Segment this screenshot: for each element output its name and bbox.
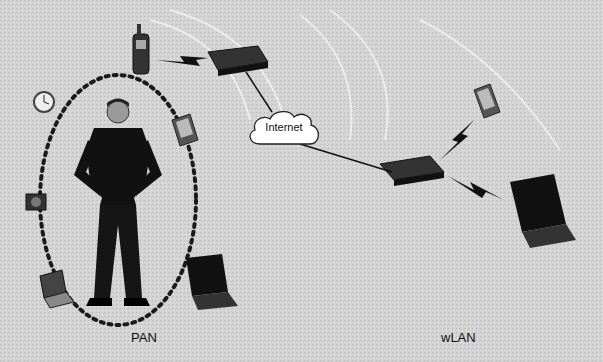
wave-arc [170,10,285,120]
mobile-phone [133,24,149,74]
pda-device [172,114,198,146]
watch-face [34,92,54,112]
camera-body [26,194,46,210]
pda-screen [477,88,495,110]
watch-hand [44,95,45,102]
network-wire [246,72,272,112]
radio-waves [150,10,560,150]
camera-lens [31,197,41,207]
node-label: Internet [265,121,302,133]
large-laptop [186,254,238,310]
person-shoe [124,298,150,306]
person-trousers [94,205,142,298]
network-type-label: wLAN [441,330,476,345]
pda-body [172,114,198,146]
phone-body [133,34,149,74]
wave-arc [330,10,388,140]
wireless-link [440,120,474,160]
access-point-side [394,172,444,186]
cloud-shape [250,112,318,144]
wave-arc [420,20,560,150]
laptop-base [522,224,576,248]
person-arm [74,140,104,196]
pda-device [474,84,500,118]
laptop-screen [186,254,228,296]
large-laptop [510,174,576,248]
person-shirt [86,128,150,205]
person-shoe [86,298,112,306]
pda-body [474,84,500,118]
wireless-link [156,56,208,66]
pda-screen [176,118,193,138]
pan-boundary [40,75,196,325]
person-hair [107,99,129,108]
small-laptop [40,270,74,308]
internet-cloud: Internet [246,106,322,148]
digital-camera [26,194,46,210]
person-arm [132,140,162,196]
watch-hand [44,102,49,104]
wireless-link [448,176,504,200]
person-head [107,101,129,123]
network-wire [300,144,392,172]
access-point [208,46,268,76]
phone-antenna [137,24,141,36]
laptop-base [192,292,238,310]
person-figure [74,99,162,307]
laptop-base [44,292,74,308]
laptop-screen [510,174,566,232]
network-type-label: PAN [131,330,157,345]
access-point-side [218,62,268,76]
phone-screen [136,40,146,49]
wrist-watch [34,92,54,112]
